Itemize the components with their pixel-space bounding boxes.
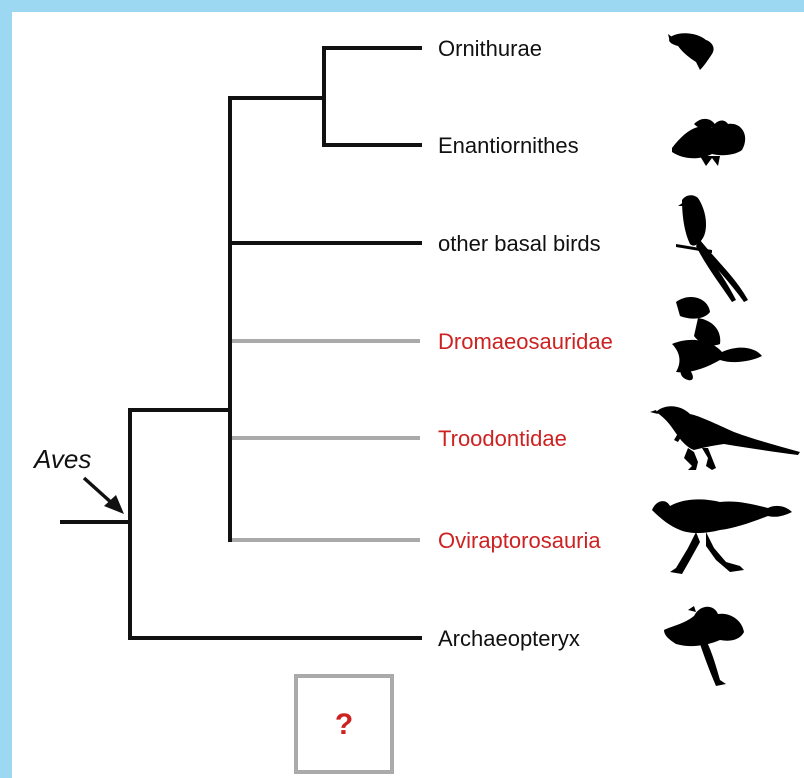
- archaeopteryx-silhouette-icon: [664, 606, 744, 686]
- flying-bird-silhouette-icon: [668, 33, 714, 70]
- taxon-label-ornithurae: Ornithurae: [438, 36, 542, 61]
- arrow-icon: [84, 478, 124, 514]
- taxon-label-other-basal-birds: other basal birds: [438, 231, 601, 256]
- troodontid-silhouette-icon: [650, 406, 800, 470]
- question-mark: ?: [335, 708, 353, 741]
- clade-label-aves: Aves: [32, 444, 91, 474]
- perched-bird-silhouette-icon: [672, 119, 745, 166]
- taxon-label-archaeopteryx: Archaeopteryx: [438, 626, 580, 651]
- microraptor-silhouette-icon: [672, 297, 762, 380]
- oviraptorosaur-silhouette-icon: [652, 499, 792, 574]
- taxon-label-dromaeosauridae: Dromaeosauridae: [438, 329, 613, 354]
- long-tailed-bird-silhouette-icon: [676, 195, 748, 302]
- taxon-label-troodontidae: Troodontidae: [438, 426, 567, 451]
- taxon-label-enantiornithes: Enantiornithes: [438, 133, 579, 158]
- taxon-label-oviraptorosauria: Oviraptorosauria: [438, 528, 601, 553]
- gray-branches: [232, 341, 420, 540]
